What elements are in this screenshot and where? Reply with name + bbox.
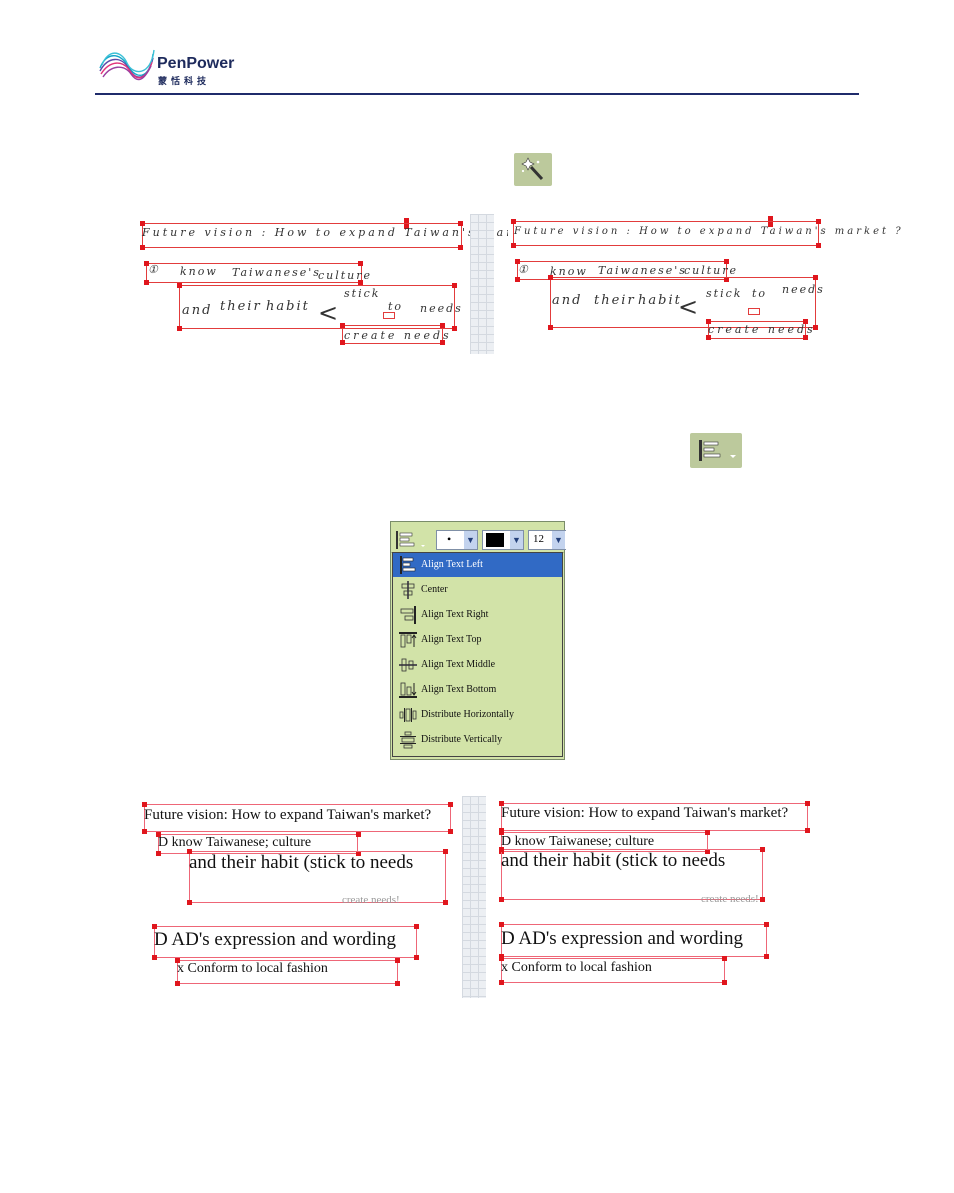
handwriting-line1: Future vision : How to expand Taiwan's m… xyxy=(142,226,557,239)
converted-line4: create needs! xyxy=(342,894,400,906)
logo-ribbon-icon xyxy=(99,49,155,81)
handwriting-habit: habit xyxy=(266,299,310,314)
magic-wand-icon xyxy=(521,157,544,181)
selection-box xyxy=(342,325,443,344)
menu-item-align-middle[interactable]: Align Text Middle xyxy=(393,653,562,677)
converted-canvas-before: Future vision: How to expand Taiwan's ma… xyxy=(134,796,460,998)
menu-item-label: Distribute Vertically xyxy=(421,734,503,745)
align-text-bottom-icon xyxy=(399,682,417,698)
pen-color-dropdown[interactable]: ▼ xyxy=(482,530,524,550)
font-size-dropdown[interactable]: 12 ▼ xyxy=(528,530,566,550)
converted-line3: and their habit (stick to needs xyxy=(501,850,726,871)
pen-size-dropdown[interactable]: • ▼ xyxy=(436,530,478,550)
header-divider xyxy=(95,93,859,95)
brand-subtitle: 蒙恬科技 xyxy=(158,77,211,87)
align-text-right-icon xyxy=(400,606,416,624)
menu-item-center[interactable]: Center xyxy=(393,578,562,602)
converted-line4: create needs! xyxy=(701,893,759,905)
brand-logo xyxy=(96,44,156,86)
menu-item-label: Align Text Right xyxy=(421,609,489,620)
handwriting-canvas-after: Future vision : How to expand Taiwan's m… xyxy=(508,213,901,343)
align-menu-list: Align Text Left Center Align Text Right … xyxy=(392,552,563,757)
converted-line2: D know Taiwanese; culture xyxy=(501,834,655,849)
font-size-value: 12 xyxy=(533,533,544,545)
selection-box xyxy=(179,285,455,329)
menu-item-label: Align Text Left xyxy=(421,559,483,570)
selection-box xyxy=(142,223,462,248)
align-text-left-icon xyxy=(699,440,736,461)
handwriting-know: know xyxy=(550,265,588,278)
align-text-left-icon xyxy=(400,556,416,574)
handwriting-needs: needs xyxy=(420,302,463,315)
converted-line2: D know Taiwanese; culture xyxy=(158,835,312,850)
align-text-middle-icon xyxy=(399,658,417,672)
handwriting-habit: habit xyxy=(638,293,682,308)
auto-convert-button[interactable] xyxy=(514,153,552,186)
handwriting-and: and xyxy=(182,303,213,318)
selection-box xyxy=(517,261,727,280)
chevron-down-icon: ▼ xyxy=(552,531,565,549)
selection-box xyxy=(708,321,806,339)
converted-line1: Future vision: How to expand Taiwan's ma… xyxy=(501,805,789,821)
handwriting-culture: culture xyxy=(318,269,373,282)
handwriting-their: their xyxy=(220,299,262,314)
brand-name: PenPower xyxy=(157,55,235,72)
align-text-left-icon xyxy=(396,531,425,549)
handwriting-taiwaneses: Taiwanese's xyxy=(598,264,687,277)
menu-item-align-top[interactable]: Align Text Top xyxy=(393,628,562,652)
converted-line5: D AD's expression and wording xyxy=(501,928,743,949)
converted-line1: Future vision: How to expand Taiwan's ma… xyxy=(144,807,432,823)
handwriting-stick: stick xyxy=(706,287,743,300)
handwriting-create-needs: create needs xyxy=(344,329,452,342)
align-dropdown-button[interactable] xyxy=(690,433,742,468)
align-text-top-icon xyxy=(399,632,417,648)
selection-box xyxy=(513,221,819,246)
handwriting-line1: Future vision : How to expand Taiwan's m… xyxy=(514,226,904,237)
distribute-horizontally-icon xyxy=(399,708,417,722)
converted-line6: x Conform to local fashion xyxy=(177,961,328,976)
handwriting-to: to xyxy=(388,300,404,313)
handwriting-their: their xyxy=(594,293,636,308)
converted-line6: x Conform to local fashion xyxy=(501,960,652,975)
handwriting-and: and xyxy=(552,293,583,308)
handwriting-needs: needs xyxy=(782,283,825,296)
converted-canvas-after: Future vision: How to expand Taiwan's ma… xyxy=(496,796,812,998)
menu-item-label: Align Text Top xyxy=(421,634,482,645)
format-toolbar: • ▼ ▼ 12 ▼ xyxy=(391,522,566,553)
menu-item-align-bottom[interactable]: Align Text Bottom xyxy=(393,678,562,702)
converted-line5: D AD's expression and wording xyxy=(154,929,396,950)
align-toolbar-button[interactable] xyxy=(394,529,430,551)
chevron-down-icon: ▼ xyxy=(510,531,523,549)
handwriting-stick: stick xyxy=(344,287,381,300)
menu-item-label: Center xyxy=(421,584,448,595)
handwriting-create-needs: create needs xyxy=(708,323,816,336)
handwriting-to: to xyxy=(752,287,768,300)
align-center-icon xyxy=(401,581,415,599)
menu-item-label: Align Text Middle xyxy=(421,659,496,670)
selection-box xyxy=(550,277,816,328)
menu-item-label: Align Text Bottom xyxy=(421,684,497,695)
pen-size-value: • xyxy=(447,532,452,546)
handwriting-culture: culture xyxy=(684,264,739,277)
canvas-grid-divider xyxy=(470,214,494,354)
menu-item-distribute-horizontally[interactable]: Distribute Horizontally xyxy=(393,703,562,727)
canvas-grid-divider xyxy=(462,796,486,998)
menu-item-distribute-vertically[interactable]: Distribute Vertically xyxy=(393,728,562,752)
menu-item-label: Distribute Horizontally xyxy=(421,709,515,720)
handwriting-know: know xyxy=(180,265,218,278)
distribute-vertically-icon xyxy=(400,731,416,749)
menu-item-align-right[interactable]: Align Text Right xyxy=(393,603,562,627)
menu-item-align-left[interactable]: Align Text Left xyxy=(393,553,562,577)
selection-box xyxy=(146,263,362,283)
chevron-down-icon: ▼ xyxy=(464,531,477,549)
handwriting-canvas-before: Future vision : How to expand Taiwan's m… xyxy=(138,213,553,353)
align-menu-screenshot: • ▼ ▼ 12 ▼ Align Text Left Center Align … xyxy=(390,521,566,760)
handwriting-taiwaneses: Taiwanese's xyxy=(232,266,321,279)
converted-line3: and their habit (stick to needs xyxy=(189,852,414,873)
